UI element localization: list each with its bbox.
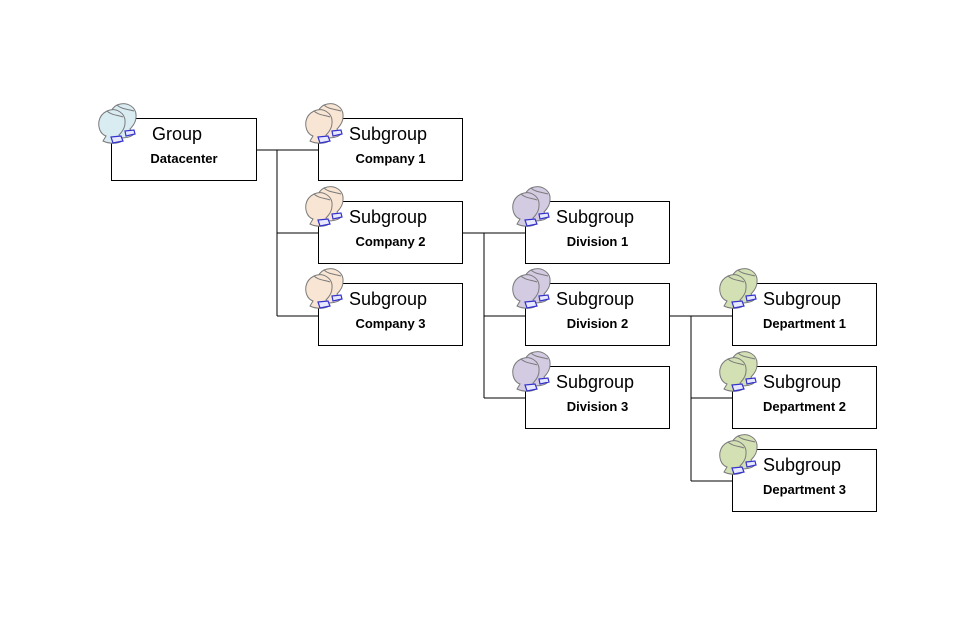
node-title: Subgroup: [556, 372, 635, 392]
user-group-icon: [718, 432, 768, 476]
user-group-icon: [304, 266, 354, 310]
node-name: Division 1: [566, 234, 629, 249]
node-name: Company 3: [355, 316, 426, 331]
node-name: Division 2: [566, 316, 629, 331]
node-name: Company 2: [355, 234, 426, 249]
user-group-icon: [718, 349, 768, 393]
node-box: [732, 283, 877, 346]
node-name: Division 3: [566, 399, 629, 414]
node-box: [732, 449, 877, 512]
node-name: Company 1: [355, 151, 426, 166]
node-title: Subgroup: [763, 455, 842, 475]
user-group-icon: [97, 101, 147, 145]
node-title: Subgroup: [349, 124, 428, 144]
user-group-icon: [718, 266, 768, 310]
node-box: [732, 366, 877, 429]
node-title: Subgroup: [763, 289, 842, 309]
user-group-icon: [511, 184, 561, 228]
node-box: [525, 283, 670, 346]
node-title: Subgroup: [349, 289, 428, 309]
node-box: [318, 283, 463, 346]
node-box: [111, 118, 257, 181]
node-name: Department 2: [762, 399, 847, 414]
user-group-icon: [511, 349, 561, 393]
node-box: [318, 201, 463, 264]
node-title: Subgroup: [349, 207, 428, 227]
node-box: [525, 201, 670, 264]
node-title: Group: [152, 124, 203, 144]
user-group-icon: [304, 184, 354, 228]
node-name: Department 3: [762, 482, 847, 497]
node-box: [525, 366, 670, 429]
node-title: Subgroup: [763, 372, 842, 392]
node-box: [318, 118, 463, 181]
node-title: Subgroup: [556, 289, 635, 309]
node-title: Subgroup: [556, 207, 635, 227]
node-name: Datacenter: [150, 151, 218, 166]
user-group-icon: [511, 266, 561, 310]
node-name: Department 1: [762, 316, 847, 331]
user-group-icon: [304, 101, 354, 145]
